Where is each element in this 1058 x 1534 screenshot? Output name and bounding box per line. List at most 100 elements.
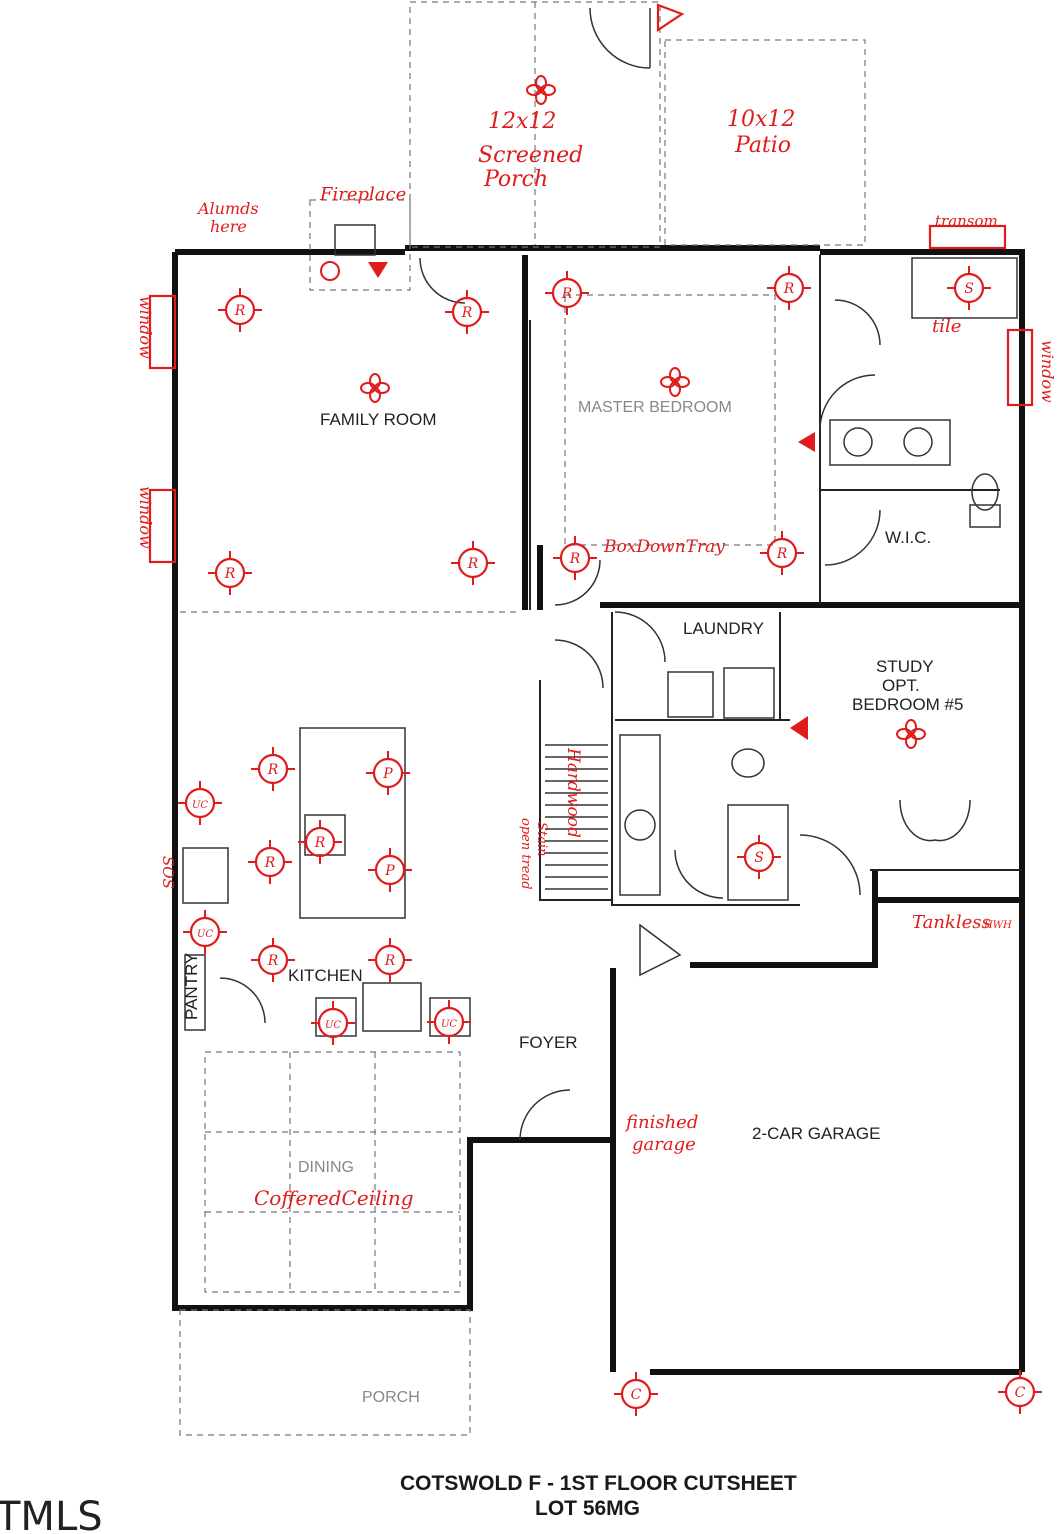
markup-fans — [320, 75, 926, 749]
marker-letter: R — [569, 551, 581, 567]
coffered-ceiling-note: CofferedCeiling — [254, 1186, 414, 1210]
window-mark-left-2 — [148, 488, 177, 564]
ceiling-fan-icon — [660, 367, 690, 397]
label-laundry: LAUNDRY — [683, 619, 764, 638]
recessed-light-icon: R — [545, 271, 589, 315]
coach-light-icon: C — [998, 1370, 1042, 1414]
fireplace-note: Fireplace — [319, 184, 406, 205]
stair-note: Stain — [534, 822, 549, 856]
pendant-light-icon: P — [366, 751, 410, 795]
ceiling-fan-icon — [360, 373, 390, 403]
marker-letter: UC — [197, 929, 213, 940]
under-cabinet-light-icon: UC — [178, 781, 222, 825]
watermark: TMLS — [0, 1494, 103, 1534]
speaker-icon: S — [947, 266, 991, 310]
label-pantry: PANTRY — [182, 953, 201, 1020]
stairs — [545, 744, 608, 890]
recessed-light-icon: R — [248, 840, 292, 884]
label-wic: W.I.C. — [885, 528, 931, 547]
tile-note: tile — [932, 316, 961, 337]
marker-letter: UC — [192, 800, 208, 811]
markup-symbols: R R R R R R R R UC R P R R P UC R R UC UC S S C C — [178, 266, 1042, 1416]
recessed-light-icon: R — [218, 288, 262, 332]
recessed-light-icon: R — [208, 551, 252, 595]
marker-letter: R — [234, 303, 246, 319]
label-porch: PORCH — [362, 1389, 420, 1406]
recessed-light-icon: R — [451, 541, 495, 585]
marker-letter: S — [754, 850, 764, 866]
label-master-bedroom: MASTER BEDROOM — [578, 399, 732, 416]
marker-letter: C — [1015, 1385, 1026, 1401]
sheet-lot: LOT 56MG — [535, 1497, 640, 1520]
marker-letter: R — [224, 566, 236, 582]
marker-letter: UC — [325, 1020, 341, 1031]
patio-size: 10x12 — [727, 107, 795, 132]
recessed-light-icon: R — [298, 820, 342, 864]
under-cabinet-light-icon: UC — [427, 1000, 471, 1044]
label-bedroom5: BEDROOM #5 — [852, 695, 963, 714]
pendant-light-icon: P — [368, 848, 412, 892]
hwh-note: HWH — [983, 920, 1012, 931]
window-note-left-1: window — [136, 296, 155, 359]
exterior-walls — [172, 245, 1025, 1375]
marker-letter: S — [964, 281, 974, 297]
marker-letter: R — [384, 953, 396, 969]
fixtures — [182, 224, 1018, 1037]
arrow-study — [790, 716, 808, 740]
room-labels: FAMILY ROOM MASTER BEDROOM W.I.C. LAUNDR… — [182, 399, 963, 1406]
marker-letter: R — [264, 855, 276, 871]
under-cabinet-light-icon: UC — [311, 1001, 355, 1045]
marker-letter: R — [267, 762, 279, 778]
markup-annotations: 12x12 Screened Porch 10x12 Patio Firepla… — [136, 107, 1057, 1210]
screened-porch-size: 12x12 — [488, 109, 556, 134]
ceiling-fan-icon — [526, 75, 556, 105]
coach-light-icon: C — [614, 1372, 658, 1416]
screened-porch-label-2: Porch — [483, 167, 548, 192]
sheet-title: COTSWOLD F - 1ST FLOOR CUTSHEET — [400, 1472, 797, 1495]
finished-garage-note: finished — [624, 1112, 698, 1133]
recessed-light-icon: R — [445, 290, 489, 334]
marker-letter: R — [461, 305, 473, 321]
transom-mark — [928, 224, 1007, 250]
sos-note: SOS — [159, 856, 177, 889]
finished-garage-note-2: garage — [632, 1134, 696, 1155]
window-note-right: window — [1038, 340, 1057, 403]
arrow-fireplace — [368, 262, 388, 278]
fireplace-gas-icon — [320, 261, 340, 281]
window-mark-left-1 — [148, 294, 177, 370]
recessed-light-icon: R — [251, 938, 295, 982]
marker-letter: UC — [441, 1019, 457, 1030]
label-study: STUDY — [876, 657, 934, 676]
window-mark-right — [1006, 328, 1034, 407]
marker-letter: R — [267, 953, 279, 969]
marker-letter: R — [561, 286, 573, 302]
alums-note-2: here — [210, 217, 247, 236]
patio-label: Patio — [734, 133, 791, 158]
marker-letter: R — [467, 556, 479, 572]
recessed-light-icon: R — [553, 536, 597, 580]
arrow-patio-door — [656, 3, 685, 33]
marker-letter: P — [382, 766, 393, 782]
screened-porch-label: Screened — [478, 143, 583, 168]
stair-note-2: open tread — [518, 818, 533, 890]
recessed-light-icon: R — [251, 747, 295, 791]
label-family-room: FAMILY ROOM — [320, 410, 437, 429]
label-kitchen: KITCHEN — [288, 966, 363, 985]
tankless-note: Tankless — [912, 912, 991, 933]
hardwood-note: Hardwood — [563, 747, 583, 838]
dashed-outlines — [179, 1, 866, 1436]
marker-letter: C — [631, 1387, 642, 1403]
title-block: COTSWOLD F - 1ST FLOOR CUTSHEET LOT 56MG… — [0, 1472, 797, 1534]
marker-letter: R — [776, 546, 788, 562]
recessed-light-icon: R — [760, 531, 804, 575]
recessed-light-icon: R — [767, 266, 811, 310]
under-cabinet-light-icon: UC — [183, 910, 227, 954]
speaker-icon: S — [737, 835, 781, 879]
recessed-light-icon: R — [368, 938, 412, 982]
label-garage: 2-CAR GARAGE — [752, 1124, 880, 1143]
marker-letter: R — [314, 835, 326, 851]
arrow-master-bath — [798, 432, 815, 452]
transom-note: transom — [935, 212, 998, 230]
interior-walls — [522, 255, 1022, 968]
label-foyer: FOYER — [519, 1033, 578, 1052]
